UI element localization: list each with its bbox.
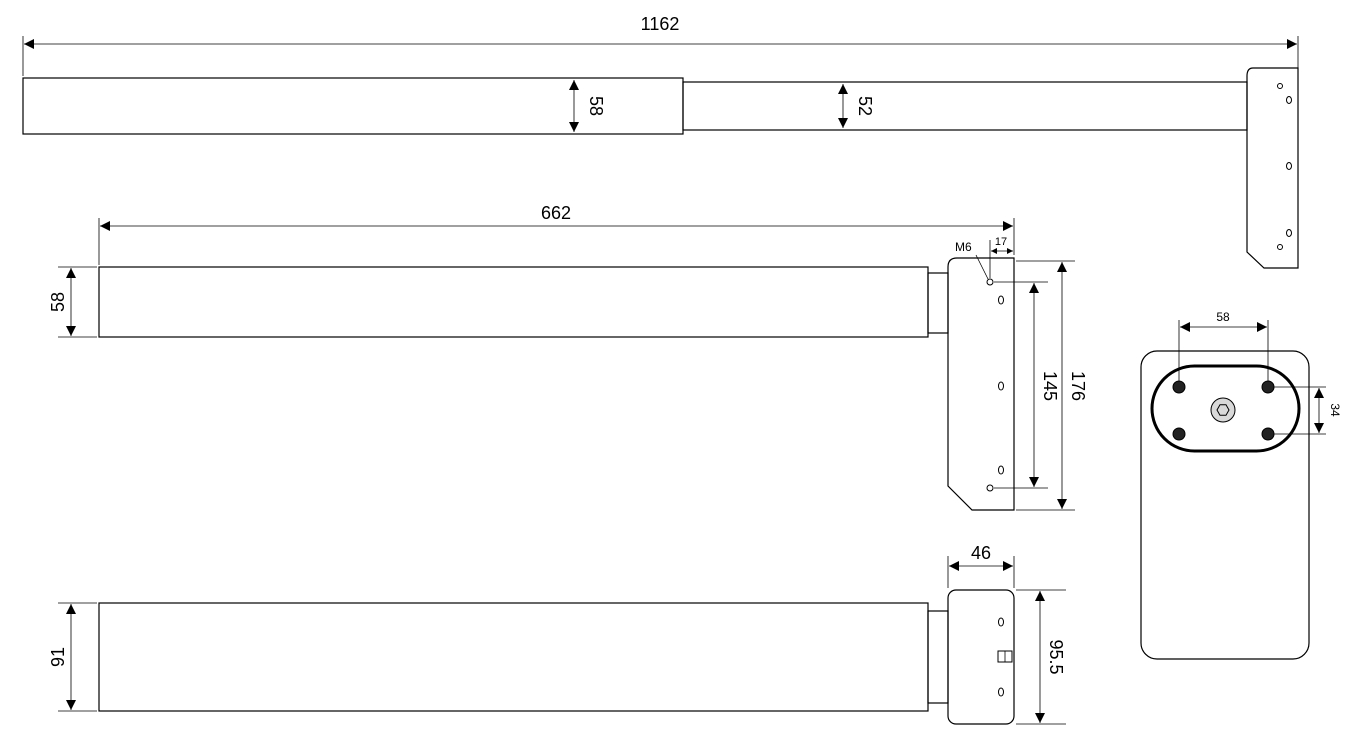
dim-hole-spacing: 145 [1040,371,1060,401]
bracket-slot [998,617,1004,627]
dim-bracket-offset: 17 [995,236,1007,248]
outer-tube [98,602,929,712]
center-screw-icon [1210,397,1236,423]
end-bracket [1246,67,1299,269]
dim-tube-depth: 91 [48,647,68,667]
bracket-slot [998,295,1004,305]
dim-foot-width: 58 [1216,310,1230,324]
hex-socket-icon [1216,404,1230,416]
dim-overall-length: 1162 [641,14,680,34]
thread-label: M6 [955,240,972,254]
end-bracket [947,589,1015,725]
retracted-view: 662 58 M6 17 145 176 [48,203,1088,511]
bracket-slot [998,465,1004,475]
bracket-hole [1277,244,1283,250]
end-view: 58 34 [1140,310,1342,660]
mounting-foot-outline [1150,364,1301,453]
dim-outer-tube-height-side: 58 [586,96,606,116]
end-bracket [947,257,1015,511]
bracket-hole [1277,83,1283,89]
bolt-icon [1172,380,1186,394]
bolt-icon [1261,427,1275,441]
dim-bolt-spacing: 34 [1328,403,1342,417]
dim-retracted-length: 662 [541,203,571,223]
tube-collar [927,272,949,334]
end-plate [1140,350,1310,660]
bolt-icon [1261,380,1275,394]
dim-inner-tube-height-side: 52 [855,96,875,116]
side-view: 46 91 95.5 [48,543,1066,725]
bracket-slot [998,381,1004,391]
dim-bracket-depth-vertical: 95.5 [1046,639,1066,674]
bracket-slot [1286,229,1292,237]
dim-bracket-height: 176 [1068,371,1088,401]
outer-tube [98,266,929,338]
inner-tube [682,81,1248,131]
dim-outer-tube-height-mid: 58 [48,292,68,312]
outer-tube [22,77,684,135]
bracket-slot [1286,162,1292,170]
dim-bracket-depth: 46 [971,543,991,563]
tube-collar [927,610,949,704]
bracket-slot [998,687,1004,697]
extended-view: 1162 58 52 [22,14,1299,269]
bracket-slot [1286,96,1292,104]
bolt-icon [1172,427,1186,441]
leader-line [975,254,989,280]
bracket-hole [986,278,994,286]
bracket-hole [986,484,994,492]
